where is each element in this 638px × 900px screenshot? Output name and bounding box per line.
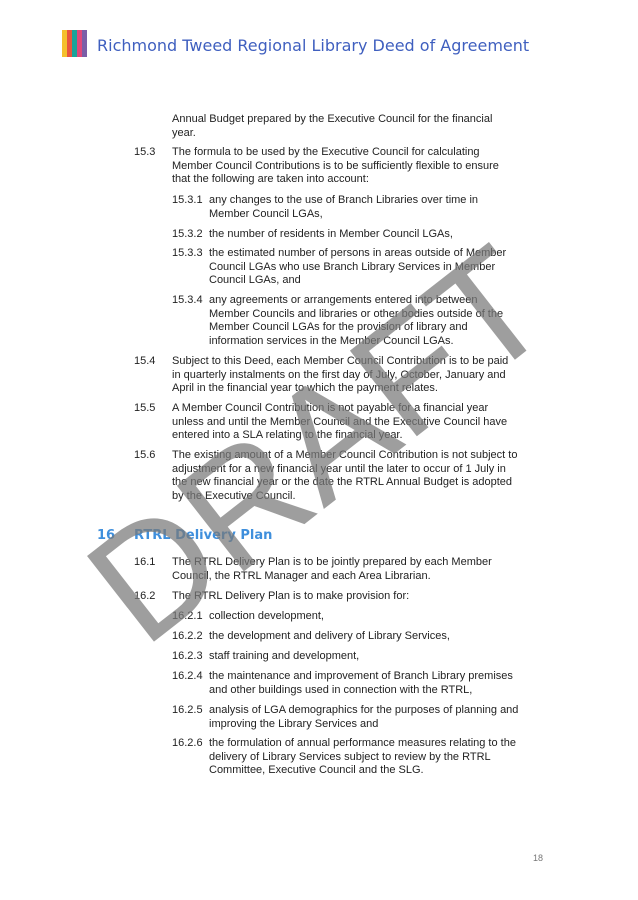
clause-text-line: the maintenance and improvement of Branc… bbox=[209, 670, 513, 682]
clause-number: 15.3.4 bbox=[172, 294, 203, 306]
clause-text-line: the number of residents in Member Counci… bbox=[209, 228, 453, 240]
clause-text-line: Council, the RTRL Manager and each Area … bbox=[172, 569, 431, 582]
clause-text-line: improving the Library Services and bbox=[209, 717, 379, 730]
section-number: 16 bbox=[97, 528, 116, 543]
clause-text-line: and other buildings used in connection w… bbox=[209, 683, 473, 696]
logo-bar bbox=[82, 30, 87, 57]
clause-text-line: entered into a SLA relating to the finan… bbox=[172, 429, 403, 442]
clause-text-line: collection development, bbox=[209, 610, 324, 622]
clause-number: 16.2.3 bbox=[172, 650, 203, 662]
clause-number: 15.6 bbox=[134, 449, 156, 461]
clause-number: 16.2.4 bbox=[172, 670, 203, 682]
clause-text-line: by the Executive Council. bbox=[172, 489, 296, 502]
clause-number: 15.4 bbox=[134, 355, 156, 367]
clause-number: 15.5 bbox=[134, 402, 156, 414]
clause-text-line: Committee, Executive Council and the SLG… bbox=[209, 764, 424, 777]
clause-text-line: unless and until the Member Council and … bbox=[172, 415, 508, 428]
clause-text-line: any changes to the use of Branch Librari… bbox=[209, 194, 479, 206]
clause-text-line: Subject to this Deed, each Member Counci… bbox=[172, 355, 509, 367]
clause-number: 16.2 bbox=[134, 590, 156, 602]
clause-text-line: The existing amount of a Member Council … bbox=[172, 449, 518, 461]
document-title: Richmond Tweed Regional Library Deed of … bbox=[97, 36, 530, 55]
page-number: 18 bbox=[533, 853, 544, 863]
clause-text-line: The formula to be used by the Executive … bbox=[172, 146, 480, 158]
section-title: RTRL Delivery Plan bbox=[134, 528, 273, 543]
logo-bar bbox=[77, 30, 82, 57]
clause-text-line: April in the financial year to which the… bbox=[172, 382, 438, 395]
clause-text-line: The RTRL Delivery Plan is to be jointly … bbox=[172, 556, 492, 568]
clause-number: 16.2.5 bbox=[172, 704, 203, 716]
clause-text-line: the development and delivery of Library … bbox=[209, 630, 450, 642]
clause-text-line: staff training and development, bbox=[209, 650, 360, 662]
clause-text-line: Annual Budget prepared by the Executive … bbox=[172, 113, 493, 125]
clause-text-line: year. bbox=[172, 126, 196, 139]
clause-number: 15.3.2 bbox=[172, 228, 203, 240]
clause-text-line: the formulation of annual performance me… bbox=[209, 737, 516, 749]
logo-bar bbox=[62, 30, 67, 57]
clause-number: 15.3 bbox=[134, 146, 156, 158]
clause-text-line: Member Council LGAs, bbox=[209, 207, 323, 220]
clause-text-line: Member Council LGAs for the provision of… bbox=[209, 321, 468, 334]
clause-number: 16.2.6 bbox=[172, 737, 203, 749]
clause-text-line: in quarterly instalments on the first da… bbox=[172, 368, 506, 381]
clause-number: 16.1 bbox=[134, 556, 156, 568]
clause-text-line: Council LGAs, and bbox=[209, 274, 301, 287]
clause-text-line: information services in the Member Counc… bbox=[209, 334, 454, 347]
clause-text-line: that the following are taken into accoun… bbox=[172, 173, 369, 186]
clause-text-line: adjustment for a new financial year unti… bbox=[172, 462, 506, 475]
clause-number: 16.2.2 bbox=[172, 630, 203, 642]
clause-text-line: any agreements or arrangements entered i… bbox=[209, 294, 478, 306]
clause-number: 15.3.3 bbox=[172, 247, 203, 259]
clause-text-line: the estimated number of persons in areas… bbox=[209, 247, 507, 259]
clause-number: 16.2.1 bbox=[172, 610, 203, 622]
clause-text-line: The RTRL Delivery Plan is to make provis… bbox=[172, 590, 410, 602]
clause-text-line: the new financial year or the date the R… bbox=[172, 476, 513, 489]
clause-text-line: Council LGAs who use Branch Library Serv… bbox=[209, 260, 496, 273]
logo-bar bbox=[67, 30, 72, 57]
clause-text-line: analysis of LGA demographics for the pur… bbox=[209, 704, 519, 716]
clause-text-line: Member Councils and libraries or other b… bbox=[209, 307, 504, 320]
clause-text-line: delivery of Library Services subject to … bbox=[209, 750, 491, 763]
clause-text-line: A Member Council Contribution is not pay… bbox=[172, 402, 489, 414]
logo-bar bbox=[72, 30, 77, 57]
clause-number: 15.3.1 bbox=[172, 194, 203, 206]
library-logo bbox=[62, 30, 87, 57]
clause-text-line: Member Council Contributions is to be su… bbox=[172, 159, 499, 172]
